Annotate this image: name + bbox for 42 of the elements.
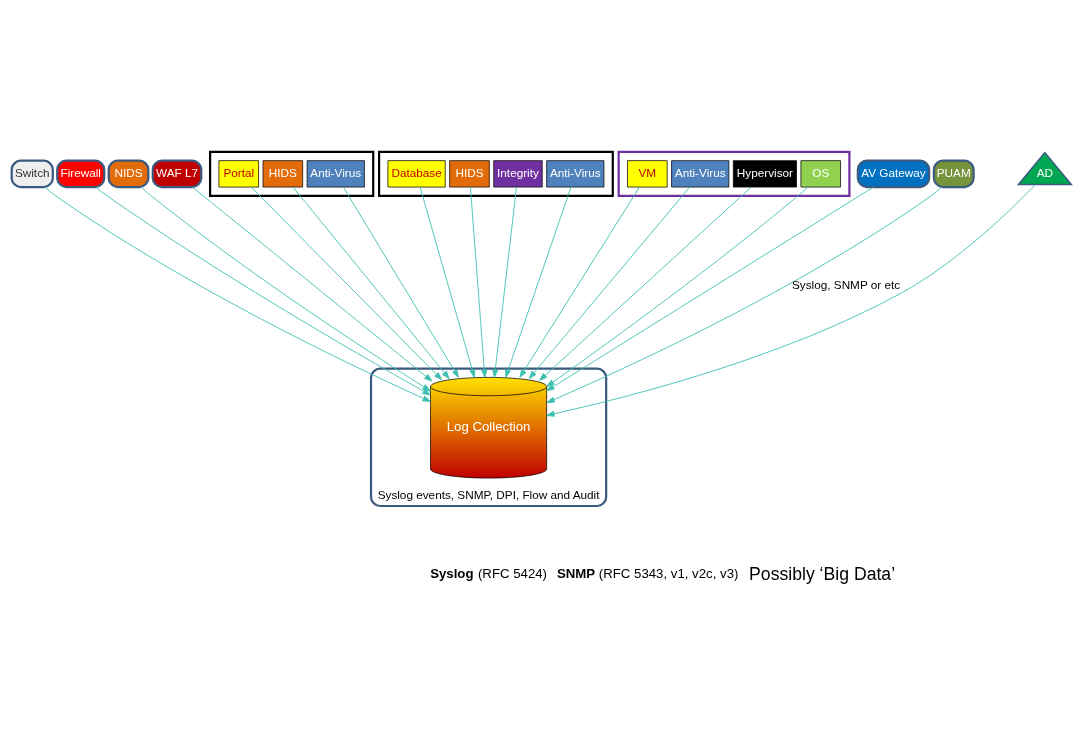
arrow bbox=[44, 186, 431, 402]
edge-label: Syslog, SNMP or etc bbox=[792, 277, 901, 291]
node-box: AV Gateway bbox=[856, 159, 931, 188]
arrow bbox=[140, 186, 431, 391]
arrow bbox=[539, 186, 752, 381]
node-box: Database bbox=[387, 159, 446, 187]
node-box: HIDS bbox=[262, 159, 304, 187]
cluster bbox=[378, 150, 614, 197]
arrow bbox=[192, 186, 433, 382]
node-box: Integrity bbox=[493, 159, 543, 187]
cluster bbox=[209, 150, 375, 197]
arrow bbox=[546, 186, 809, 387]
node-box: NIDS bbox=[107, 159, 150, 188]
arrow bbox=[528, 186, 691, 379]
cluster bbox=[617, 150, 851, 197]
arrow bbox=[342, 186, 459, 378]
node-box: Anti-Virus bbox=[671, 159, 730, 187]
label: Syslog (RFC 5424) bbox=[430, 565, 547, 581]
arrow bbox=[505, 186, 572, 378]
node-box: Anti-Virus bbox=[306, 159, 365, 187]
node-box: HIDS bbox=[449, 159, 490, 187]
node-box: Anti-Virus bbox=[546, 159, 605, 187]
arrow bbox=[250, 186, 443, 380]
arrow bbox=[546, 183, 1036, 417]
arrow bbox=[292, 186, 450, 379]
arrow bbox=[546, 186, 874, 391]
node-box: WAF L7 bbox=[151, 159, 203, 188]
node-box: Switch bbox=[10, 159, 54, 188]
node-box: Firewall bbox=[56, 159, 106, 188]
node-box: PUAM bbox=[932, 159, 975, 188]
arrow bbox=[419, 186, 476, 378]
label: SNMP (RFC 5343, v1, v2c, v3) bbox=[556, 565, 739, 581]
arrow bbox=[546, 186, 942, 403]
node-box: OS bbox=[800, 159, 841, 187]
node-box: Hypervisor bbox=[732, 159, 797, 187]
arrow bbox=[519, 186, 640, 378]
arrow bbox=[470, 186, 488, 378]
arrow bbox=[95, 186, 431, 395]
label: Possibly ‘Big Data’ bbox=[749, 563, 896, 584]
node-box: VM bbox=[627, 159, 668, 187]
arrow bbox=[492, 186, 517, 378]
node-box: Portal bbox=[218, 159, 259, 187]
